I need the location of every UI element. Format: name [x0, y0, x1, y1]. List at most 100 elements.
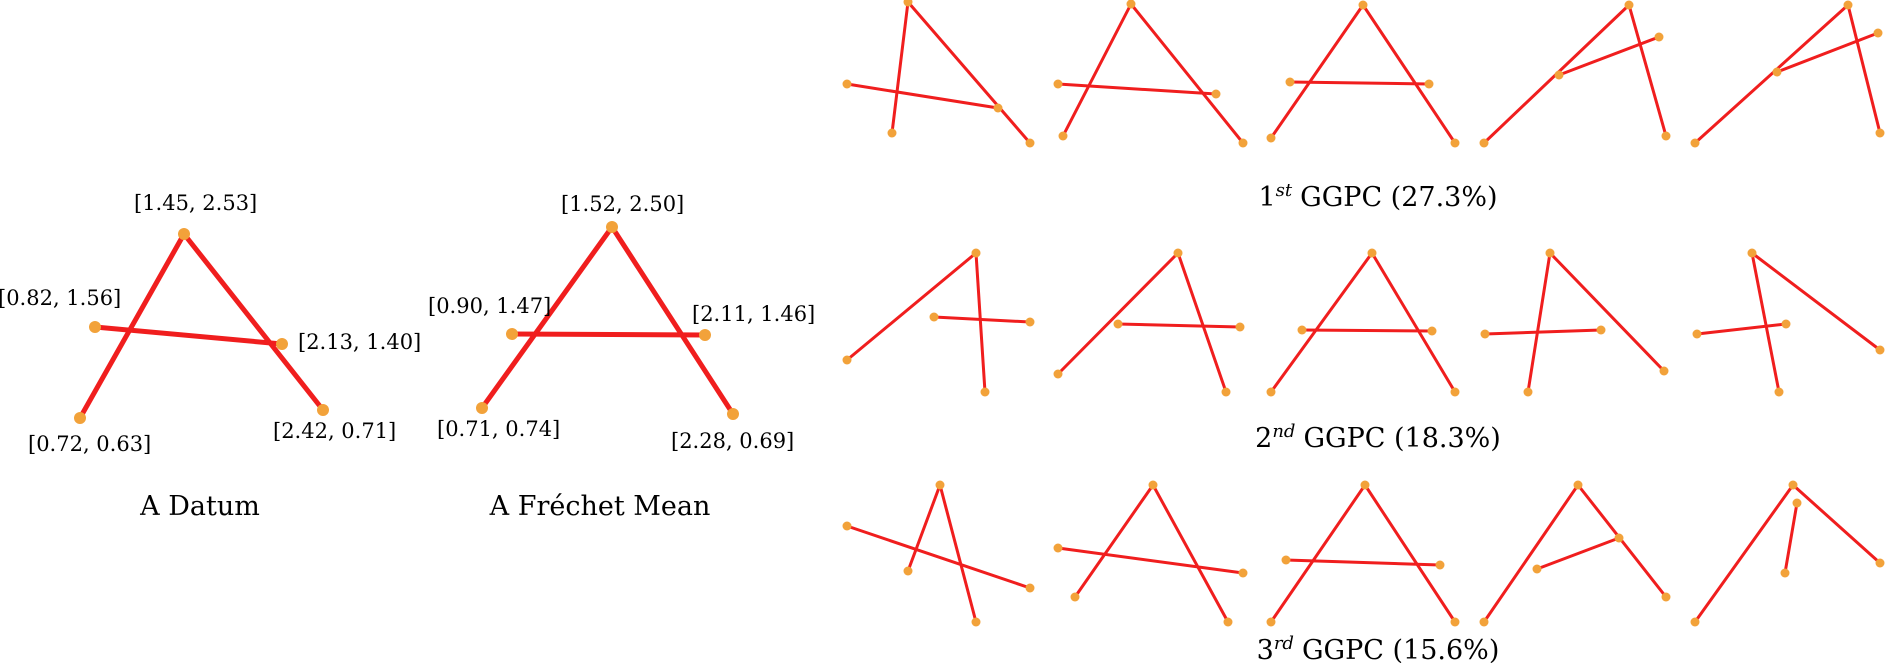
- shape-vertex: [1113, 319, 1123, 329]
- shape-edge: [1361, 3, 1457, 145]
- mean-coord-label: [2.11, 1.46]: [692, 302, 815, 326]
- shape-vertex: [1053, 369, 1063, 379]
- shape-vertex: [1875, 558, 1885, 568]
- shape-vertex: [1427, 326, 1437, 336]
- ggpc3-shape: [1266, 480, 1460, 627]
- shape-vertex: [1266, 387, 1276, 397]
- shape-edge: [1750, 251, 1781, 394]
- shape-vertex: [1266, 133, 1276, 143]
- shape-vertex: [1221, 387, 1231, 397]
- shape-edge: [932, 315, 1032, 324]
- shape-vertex: [1025, 317, 1035, 327]
- shape-edge: [1483, 328, 1603, 336]
- mean-vertex: [506, 328, 518, 340]
- shape-vertex: [1025, 583, 1035, 593]
- datum-vertex: [178, 228, 190, 240]
- shape-edge: [1056, 546, 1245, 575]
- datum-coord-label: [2.42, 0.71]: [273, 419, 396, 443]
- mean-coord-label: [1.52, 2.50]: [561, 192, 684, 216]
- shape-vertex: [1479, 138, 1489, 148]
- datum-left-leg: [77, 231, 187, 421]
- shape-vertex: [1654, 32, 1664, 42]
- shape-vertex: [1780, 568, 1790, 578]
- shape-vertex: [929, 312, 939, 322]
- datum-caption: A Datum: [139, 491, 260, 522]
- mean-figure: [0.90, 1.47] [0.71, 0.74] [1.52, 2.50] […: [428, 192, 815, 522]
- shape-edge: [906, 0, 1032, 145]
- shape-vertex: [971, 248, 981, 258]
- shape-edge: [1300, 328, 1434, 333]
- shape-vertex: [1690, 617, 1700, 627]
- shape-vertex: [1480, 329, 1490, 339]
- ggpc3-shape: [842, 480, 1035, 627]
- mean-coord-label: [0.90, 1.47]: [428, 294, 551, 318]
- datum-coord-label: [1.45, 2.53]: [134, 191, 257, 215]
- datum-letter: [74, 228, 329, 424]
- mean-vertex: [606, 221, 618, 233]
- datum-right-leg: [181, 231, 326, 413]
- shape-vertex: [1692, 329, 1702, 339]
- ggpc3-shape: [1690, 480, 1885, 627]
- shape-vertex: [903, 566, 913, 576]
- datum-vertex: [89, 321, 101, 333]
- shape-vertex: [1479, 617, 1489, 627]
- shape-vertex: [1367, 248, 1377, 258]
- shape-vertex: [1843, 0, 1853, 10]
- shape-vertex: [1211, 89, 1221, 99]
- mean-left-leg: [479, 224, 615, 411]
- shape-vertex: [842, 521, 852, 531]
- shape-edge: [845, 82, 1000, 110]
- shape-vertex: [1435, 560, 1445, 570]
- mean-vertex: [476, 402, 488, 414]
- shape-edge: [1176, 251, 1228, 394]
- shape-vertex: [903, 0, 913, 7]
- shape-vertex: [1238, 568, 1248, 578]
- shape-vertex: [971, 617, 981, 627]
- shape-vertex: [993, 103, 1003, 113]
- ggpc2-shape: [1692, 248, 1885, 397]
- shape-edge: [1056, 251, 1180, 376]
- shape-edge: [1151, 483, 1230, 624]
- shape-edge: [1269, 3, 1365, 140]
- ggpc2-shape: [842, 248, 1035, 397]
- datum-vertex: [74, 412, 86, 424]
- ggpc1-shape: [1690, 0, 1885, 148]
- shape-vertex: [1772, 67, 1782, 77]
- shape-vertex: [1624, 0, 1634, 10]
- shape-vertex: [1424, 79, 1434, 89]
- shape-vertex: [1025, 138, 1035, 148]
- shape-vertex: [1788, 480, 1798, 490]
- shape-vertex: [1358, 0, 1368, 10]
- shape-edge: [1269, 483, 1367, 624]
- shape-vertex: [1053, 543, 1063, 553]
- shape-edge: [1693, 3, 1850, 145]
- shape-vertex: [1223, 617, 1233, 627]
- shape-edge: [1370, 251, 1457, 394]
- shape-edge: [845, 251, 978, 362]
- shape-vertex: [1554, 70, 1564, 80]
- shape-vertex: [1690, 138, 1700, 148]
- ggpc2-shape: [1266, 248, 1460, 397]
- ggpc1-shape: [842, 0, 1035, 148]
- shape-edge: [1269, 251, 1374, 394]
- shape-vertex: [1285, 77, 1295, 87]
- shape-edge: [1482, 483, 1580, 624]
- shape-vertex: [1545, 248, 1555, 258]
- shape-vertex: [1873, 28, 1883, 38]
- shape-vertex: [1523, 387, 1533, 397]
- shape-vertex: [1297, 325, 1307, 335]
- datum-vertex: [276, 338, 288, 350]
- shape-edge: [974, 251, 987, 394]
- shape-edge: [1288, 80, 1431, 86]
- shape-edge: [1783, 501, 1799, 575]
- shape-edge: [906, 483, 942, 573]
- shape-edge: [1695, 322, 1788, 336]
- shape-edge: [1116, 322, 1242, 329]
- datum-coord-label: [0.72, 0.63]: [28, 432, 151, 456]
- shape-vertex: [1875, 345, 1885, 355]
